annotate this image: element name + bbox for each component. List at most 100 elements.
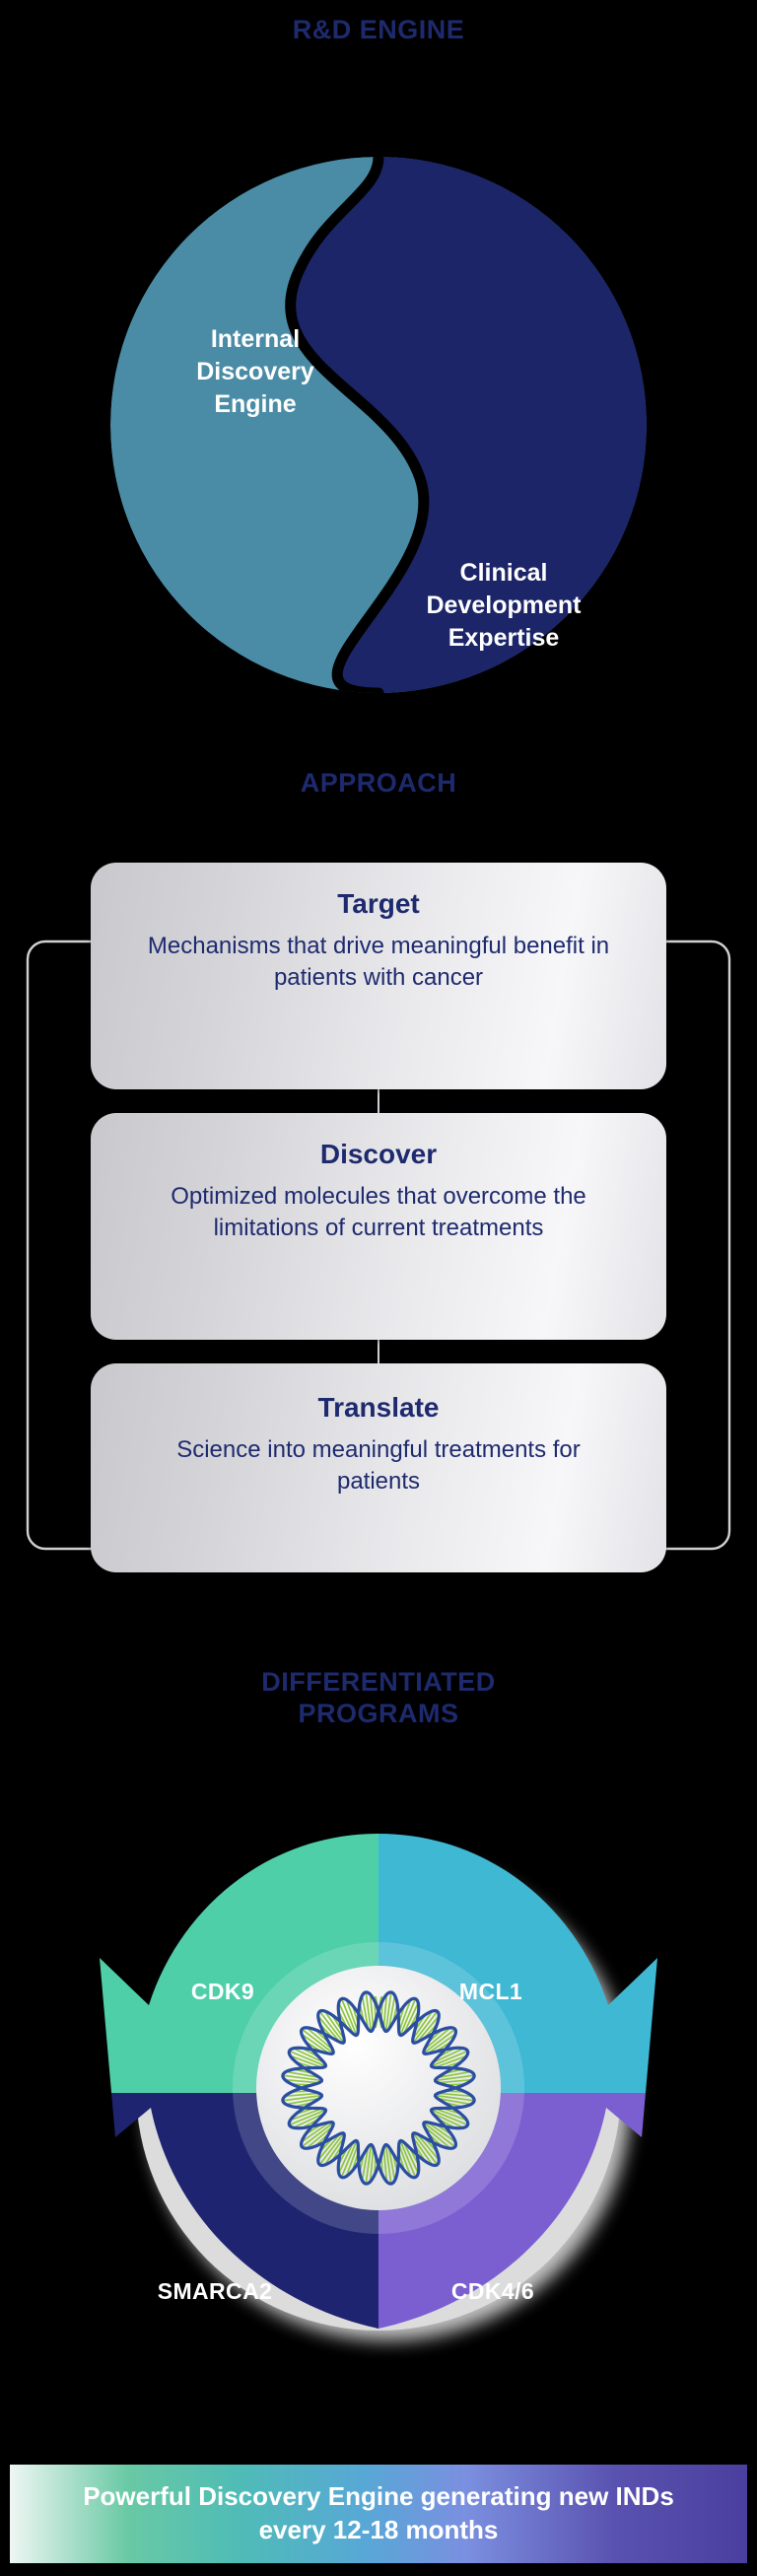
dna-rung: [292, 2047, 325, 2064]
yy-line-a3: Engine: [214, 390, 297, 418]
dna-rung: [411, 2010, 434, 2041]
footer-banner: Powerful Discovery Engine generating new…: [10, 2465, 747, 2563]
programs-wheel: CDK9 MCL1 SMARCA2 CDK4/6: [94, 1812, 663, 2374]
dna-rung: [437, 2078, 473, 2084]
dna-rung: [288, 2050, 327, 2067]
wheel-label-cdk9: CDK9: [190, 1979, 255, 2004]
dna-rung: [399, 1997, 417, 2037]
dna-rung: [397, 2143, 412, 2178]
dna-rung: [318, 2010, 345, 2044]
dna-rung: [382, 2146, 388, 2183]
yin-yang-label-clinical-development-expertise: Clinical Development Expertise: [390, 557, 617, 655]
dna-rung: [402, 2141, 420, 2175]
approach-card-title: Translate: [317, 1392, 440, 1423]
dna-rung: [281, 2094, 323, 2102]
dna-rung: [387, 1994, 396, 2031]
bracket-left: [26, 940, 104, 1551]
dna-rung: [430, 2109, 469, 2126]
wheel-label-mcl1: MCL1: [458, 1979, 523, 2004]
approach-bracket: [26, 940, 731, 1551]
dna-rung: [318, 2132, 345, 2166]
dna-rung: [306, 2125, 334, 2150]
dna-rung: [301, 2028, 334, 2054]
wheel-label-smarca2: SMARCA2: [157, 2278, 273, 2304]
dna-rung: [434, 2094, 476, 2102]
dna-rung: [416, 2015, 441, 2044]
wheel-label-cdk46: CDK4/6: [450, 2278, 535, 2304]
dna-rung: [387, 2145, 396, 2182]
footer-banner-text: Powerful Discovery Engine generating new…: [83, 2481, 674, 2544]
approach-card-discover[interactable]: Discover Optimized molecules that overco…: [91, 1113, 666, 1340]
dna-rung: [399, 2139, 417, 2179]
approach-card-title: Discover: [319, 1139, 438, 1169]
approach-card-translate[interactable]: Translate Science into meaningful treatm…: [91, 1363, 666, 1572]
dna-strand-2: [281, 1990, 476, 2186]
dna-rung: [434, 2107, 468, 2122]
yy-line-b3: Expertise: [447, 624, 560, 652]
dna-rung: [436, 2070, 472, 2079]
dna-rung: [345, 1998, 360, 2033]
dna-rung: [301, 2033, 331, 2055]
yin-yang-half-navy: [290, 157, 647, 693]
dna-rung: [361, 1994, 370, 2031]
dna-rung: [301, 2122, 334, 2148]
dna-rung: [340, 2139, 358, 2179]
dna-rung: [281, 2074, 323, 2082]
dna-rung: [345, 2143, 360, 2178]
dna-rung: [323, 2010, 346, 2041]
yin-yang-svg: [110, 157, 647, 693]
dna-rung: [284, 2092, 320, 2098]
dna-rung: [397, 1998, 412, 2033]
dna-rung: [384, 1990, 392, 2033]
dna-rung: [432, 2047, 465, 2064]
dna-rung: [323, 2135, 346, 2166]
dna-rung: [316, 2015, 341, 2044]
dna-rung: [436, 2097, 472, 2106]
yin-yang-diagram: Internal Discovery Engine Clinical Devel…: [106, 153, 651, 697]
dna-rung: [337, 2141, 355, 2175]
dna-rung: [289, 2054, 323, 2069]
programs-wheel-svg: [100, 1834, 657, 2331]
approach-flow: Target Mechanisms that drive meaningful …: [0, 833, 757, 1612]
dna-rung: [382, 1993, 388, 2030]
dna-rung: [361, 2145, 370, 2182]
yy-line-a2: Discovery: [196, 358, 314, 385]
dna-rung: [292, 2112, 325, 2129]
dna-rung: [434, 2074, 476, 2082]
dna-rung: [423, 2028, 456, 2054]
yin-yang-divider: [285, 157, 430, 693]
dna-rung: [412, 2010, 439, 2044]
dna-rung: [289, 2107, 323, 2122]
dna-rung: [432, 2112, 465, 2129]
dna-rung: [426, 2121, 456, 2143]
yy-line-a1: Internal: [210, 325, 301, 353]
dna-rung: [423, 2026, 451, 2051]
connector-target-discover: [378, 1089, 379, 1113]
dna-rung: [416, 2132, 441, 2161]
dna-rung: [402, 2001, 420, 2035]
dna-rung: [306, 2026, 334, 2051]
approach-card-body: Optimized molecules that overcome the li…: [171, 1182, 586, 1241]
dna-rung: [285, 2097, 321, 2106]
yy-line-b2: Development: [426, 592, 582, 619]
dna-rung: [337, 2001, 355, 2035]
approach-card-body: Mechanisms that drive meaningful benefit…: [147, 932, 610, 991]
bracket-right: [653, 940, 731, 1551]
approach-card-target[interactable]: Target Mechanisms that drive meaningful …: [91, 863, 666, 1089]
dna-rung: [430, 2050, 469, 2067]
dna-rung: [437, 2092, 473, 2098]
dna-rung: [288, 2109, 327, 2126]
yy-line-b1: Clinical: [459, 559, 548, 587]
dna-rung: [423, 2122, 456, 2148]
dna-rung: [365, 1990, 373, 2033]
connector-discover-translate: [378, 1340, 379, 1363]
yin-yang-label-internal-discovery-engine: Internal Discovery Engine: [142, 323, 369, 421]
dna-rung: [340, 1997, 358, 2037]
approach-card-title: Target: [337, 888, 420, 919]
dna-rung: [434, 2054, 468, 2069]
dna-rung: [365, 2143, 373, 2186]
dna-rung: [301, 2121, 331, 2143]
page-title-approach: APPROACH: [300, 768, 457, 798]
diff-line-1: DIFFERENTIATED: [261, 1667, 496, 1697]
page-title-rd-engine: R&D ENGINE: [292, 15, 465, 44]
